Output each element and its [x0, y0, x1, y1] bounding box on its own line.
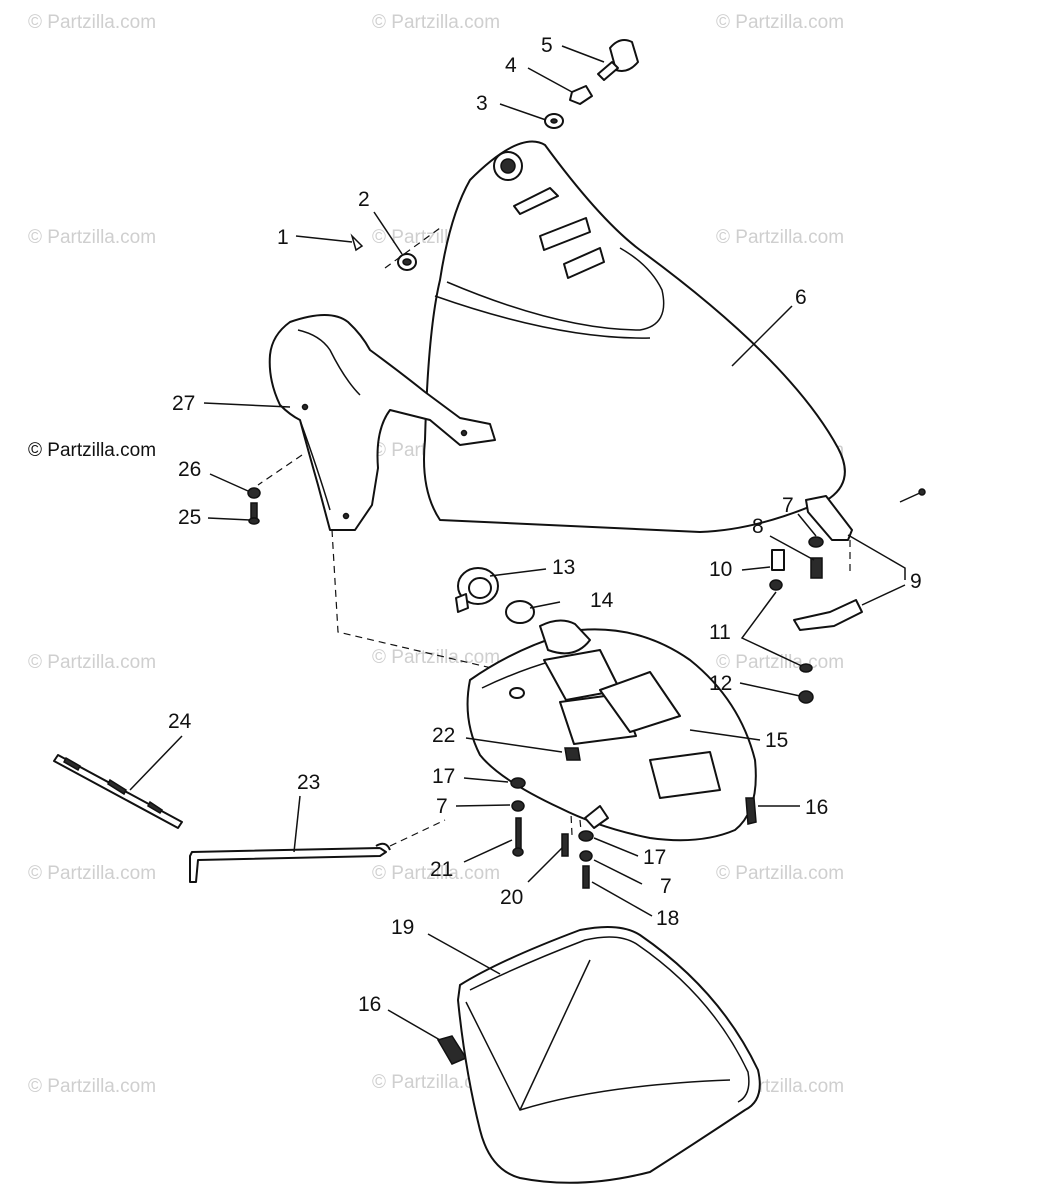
- pin-part-1[interactable]: [350, 233, 364, 252]
- screw-part-21[interactable]: [515, 817, 522, 851]
- watermark: © Partzilla.com: [28, 227, 156, 248]
- watermark: © Partzilla.com: [716, 863, 844, 884]
- washer-part-7c[interactable]: [808, 536, 824, 548]
- cowl-fasteners[interactable]: [247, 487, 261, 525]
- callout-13: 13: [552, 556, 575, 579]
- seat-part-6[interactable]: [423, 140, 846, 533]
- leader-lines: [129, 45, 817, 1041]
- callout-7-left: 7: [436, 795, 448, 818]
- watermark: © Partzilla.com: [28, 863, 156, 884]
- latch-bracket-parts[interactable]: [740, 488, 926, 704]
- callout-3: 3: [476, 92, 488, 115]
- callout-20: 20: [500, 886, 523, 909]
- washer-part-26[interactable]: [247, 487, 261, 499]
- watermark-group: © Partzilla.com © Partzilla.com © Partzi…: [28, 12, 844, 1097]
- watermark: © Partzilla.com: [372, 863, 500, 884]
- callout-27: 27: [172, 392, 195, 415]
- nut-part-4[interactable]: [569, 85, 593, 105]
- callout-16-left: 16: [358, 993, 381, 1016]
- callout-17-right: 17: [643, 846, 666, 869]
- bolt-part-20[interactable]: [561, 833, 569, 857]
- callout-5: 5: [541, 34, 553, 57]
- washer-part-7[interactable]: [511, 800, 525, 812]
- callout-12: 12: [709, 672, 732, 695]
- callout-6: 6: [795, 286, 807, 309]
- callout-22: 22: [432, 724, 455, 747]
- knob-part-5[interactable]: [609, 39, 639, 72]
- grommet-part-14[interactable]: [505, 600, 535, 624]
- cable-part-24[interactable]: [53, 754, 183, 829]
- callout-11: 11: [709, 621, 731, 644]
- storage-lid-part-15[interactable]: [466, 619, 757, 842]
- watermark: © Partzilla.com: [28, 652, 156, 673]
- seat-latch-parts[interactable]: [544, 39, 639, 129]
- bolt-part-10[interactable]: [771, 549, 785, 571]
- rod-part-23[interactable]: [189, 842, 391, 883]
- bracket-part-9[interactable]: [805, 495, 853, 541]
- callout-26: 26: [178, 458, 201, 481]
- nut-part-8[interactable]: [810, 557, 823, 579]
- watermark: © Partzilla.com: [372, 647, 500, 668]
- callout-8: 8: [752, 515, 764, 538]
- watermark-prominent: © Partzilla.com: [28, 440, 156, 461]
- clip-part-22[interactable]: [564, 747, 581, 761]
- watermark: © Partzilla.com: [716, 12, 844, 33]
- callout-15: 15: [765, 729, 788, 752]
- watermark: © Partzilla.com: [28, 1076, 156, 1097]
- screw-part-25[interactable]: [250, 502, 258, 519]
- screw-part-18[interactable]: [582, 865, 590, 889]
- callout-10: 10: [709, 558, 732, 581]
- callout-21: 21: [430, 858, 453, 881]
- callout-1: 1: [277, 226, 289, 249]
- nut-part-12[interactable]: [798, 690, 814, 704]
- spacer-part-11[interactable]: [740, 591, 807, 669]
- bumper-parts-16[interactable]: [436, 797, 757, 1065]
- hatch-ring-parts[interactable]: [455, 567, 535, 624]
- washer-part-17[interactable]: [510, 777, 526, 789]
- callout-labels: 1 2 3 4 5 6 27 26 25 13 14 7 8 10 9 11 1…: [168, 34, 922, 1016]
- clip-parts[interactable]: [350, 233, 417, 271]
- callout-14: 14: [590, 589, 614, 612]
- storage-bin-part-19[interactable]: [457, 925, 761, 1184]
- callout-7-right: 7: [660, 875, 672, 898]
- callout-23: 23: [297, 771, 320, 794]
- cowl-part-27[interactable]: [268, 314, 496, 531]
- callout-25: 25: [178, 506, 201, 529]
- callout-2: 2: [358, 188, 370, 211]
- callout-16-right: 16: [805, 796, 828, 819]
- lid-hardware[interactable]: [510, 747, 594, 889]
- washer-part-7b[interactable]: [579, 850, 593, 862]
- callout-9: 9: [910, 570, 922, 593]
- watermark: © Partzilla.com: [716, 227, 844, 248]
- watermark: © Partzilla.com: [372, 12, 500, 33]
- washer-part-17b[interactable]: [578, 830, 594, 842]
- callout-19: 19: [391, 916, 414, 939]
- callout-17-left: 17: [432, 765, 455, 788]
- callout-7-upper: 7: [782, 494, 794, 517]
- callout-4: 4: [505, 54, 517, 77]
- callout-18: 18: [656, 907, 679, 930]
- watermark: © Partzilla.com: [28, 12, 156, 33]
- washer-hole: [550, 118, 558, 124]
- callout-24: 24: [168, 710, 192, 733]
